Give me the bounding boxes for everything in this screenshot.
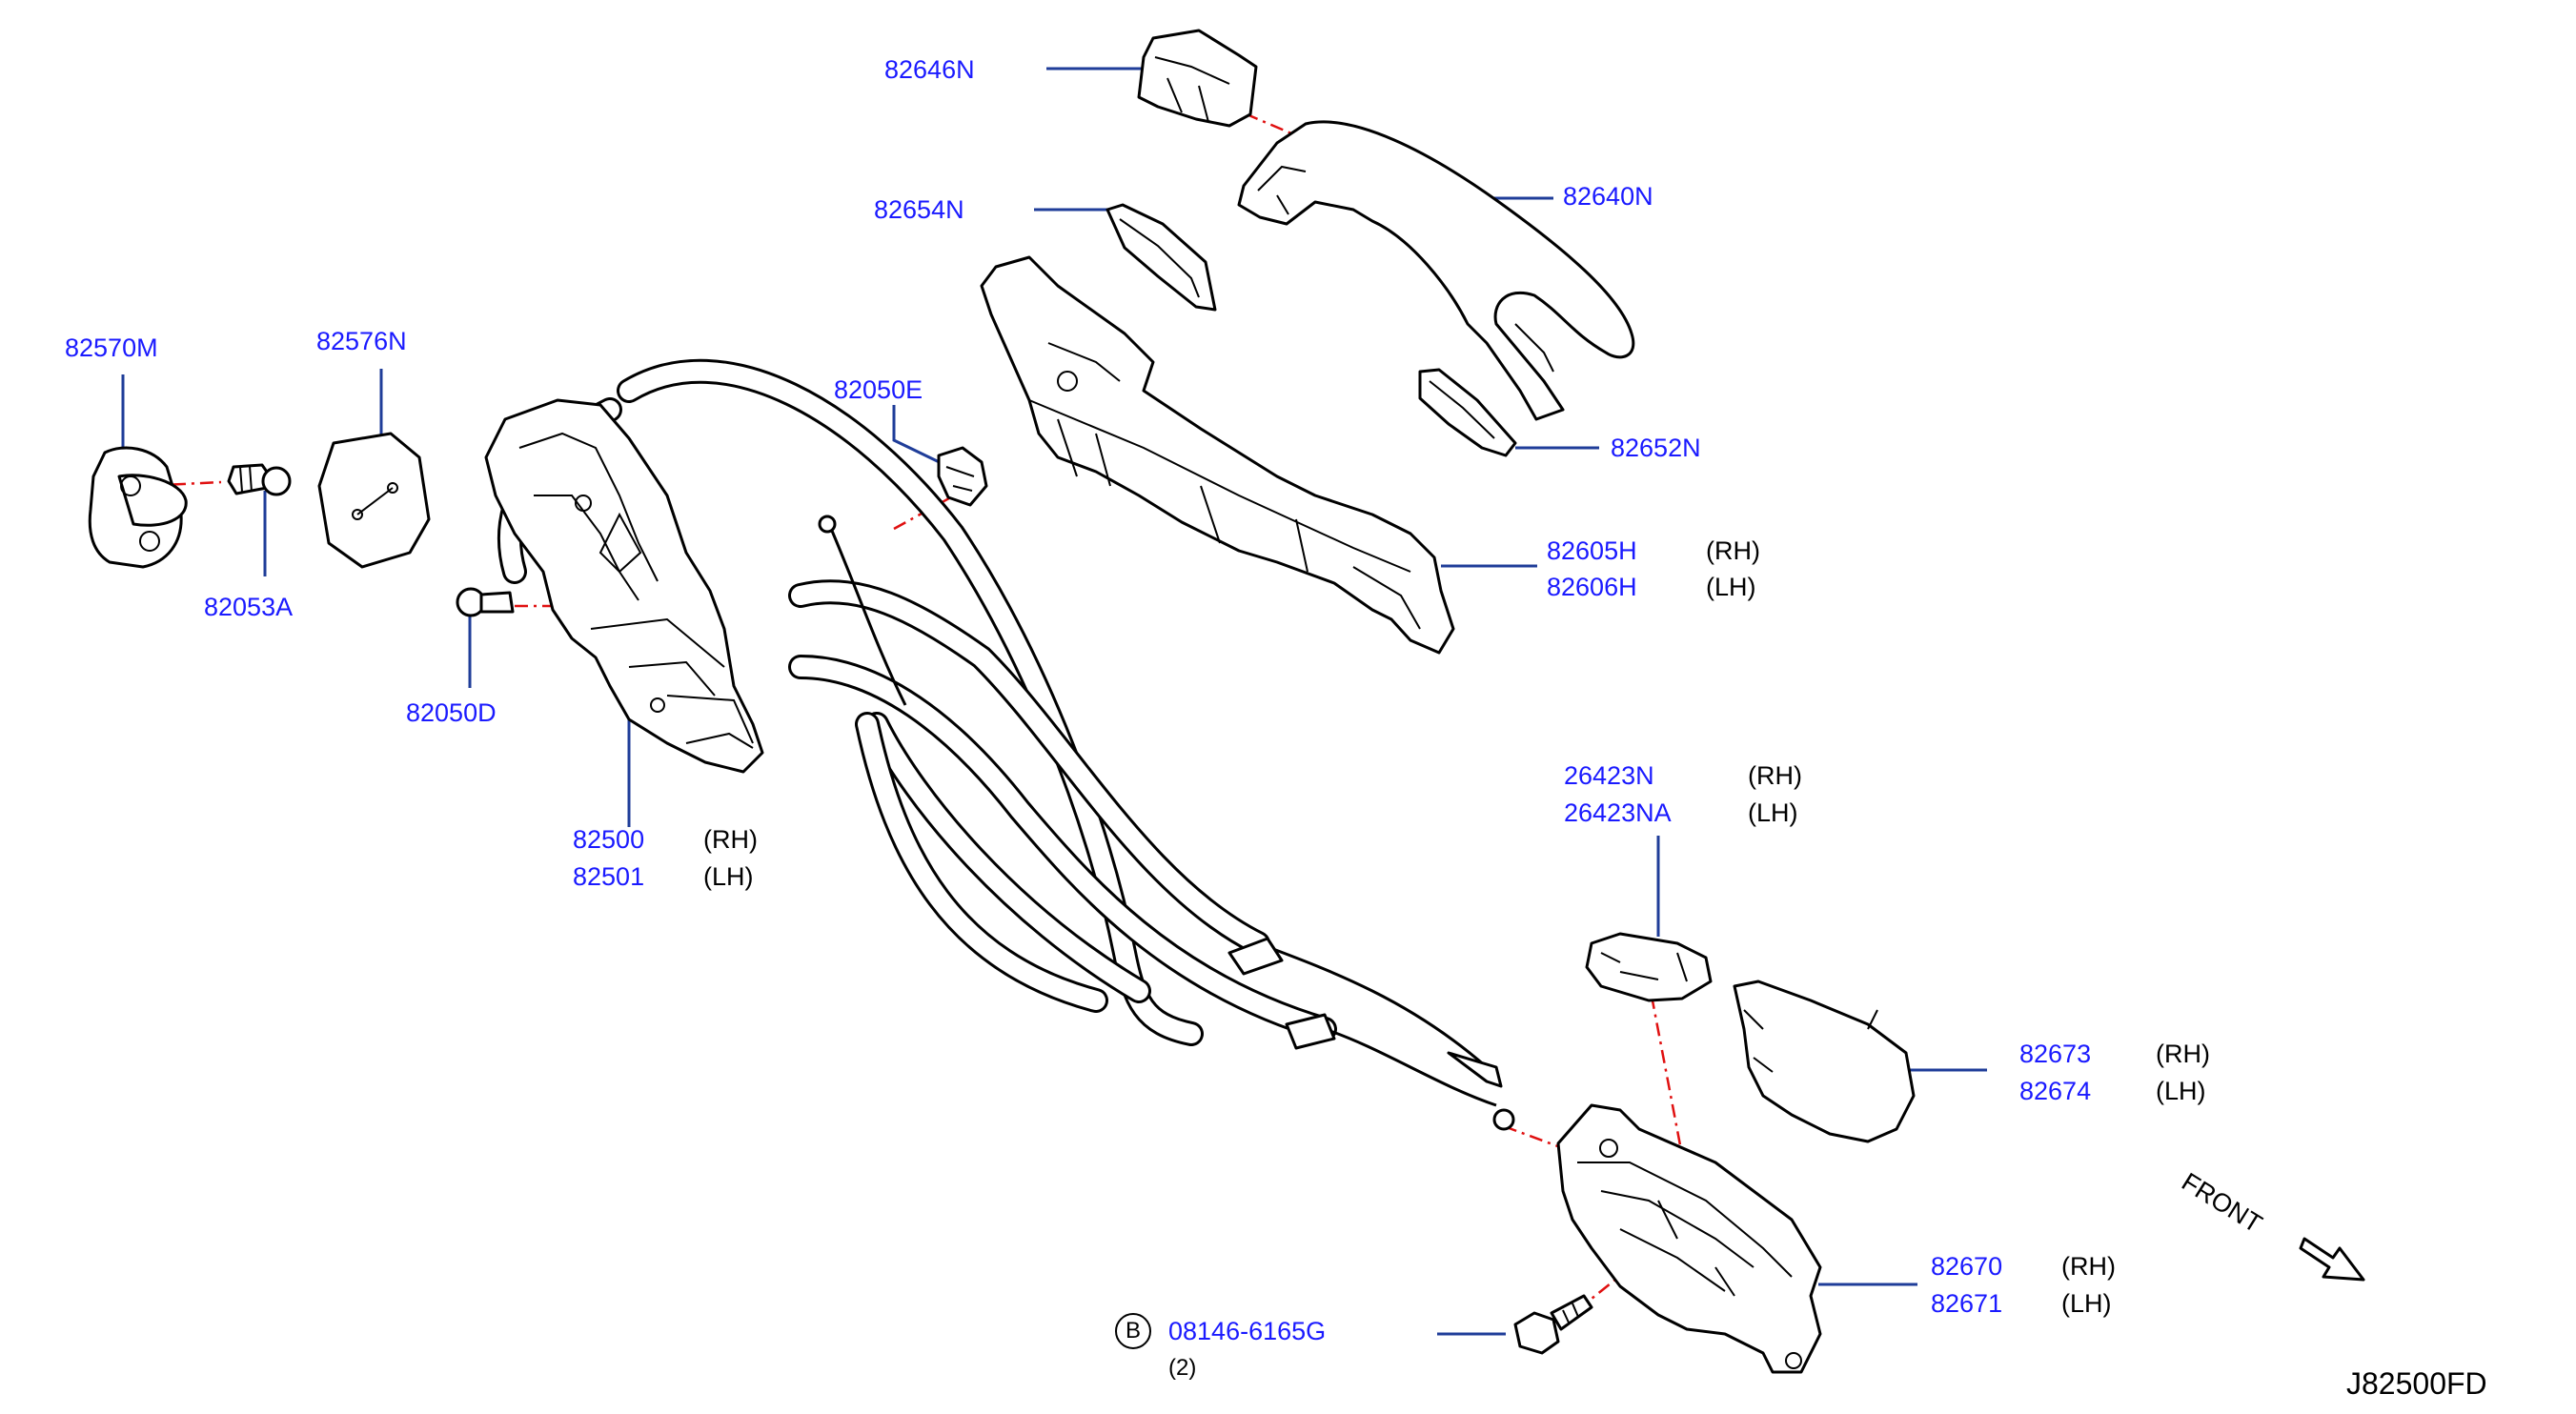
label-26423NA: 26423NA xyxy=(1564,798,1672,827)
label-82673: 82673 xyxy=(2019,1040,2092,1068)
side-82670: (RH) xyxy=(2061,1252,2116,1281)
label-82646N: 82646N xyxy=(884,55,975,84)
part-82050E-clip xyxy=(937,446,988,507)
label-26423N: 26423N xyxy=(1564,761,1654,790)
label-82053A: 82053A xyxy=(204,593,294,621)
label-82674: 82674 xyxy=(2019,1077,2092,1105)
label-82606H: 82606H xyxy=(1547,573,1637,601)
part-82605H-handle-bracket xyxy=(980,255,1455,655)
part-82576N-pad xyxy=(317,432,431,569)
label-82500: 82500 xyxy=(573,825,645,854)
label-82050D: 82050D xyxy=(406,698,497,727)
part-26423N-sensor xyxy=(1585,932,1713,1002)
label-82640N: 82640N xyxy=(1563,182,1653,211)
side-26423N: (RH) xyxy=(1748,761,1802,790)
bolt-marker-b: B xyxy=(1115,1313,1151,1349)
part-82500-door-lock xyxy=(484,398,764,774)
part-82570M-striker xyxy=(88,446,188,569)
qty-08146-6165G: (2) xyxy=(1168,1355,1197,1381)
part-82646N-escutcheon xyxy=(1137,29,1258,128)
label-82501: 82501 xyxy=(573,862,645,891)
label-82050E: 82050E xyxy=(834,375,923,404)
label-82654N: 82654N xyxy=(874,195,964,224)
side-82605H: (RH) xyxy=(1706,536,1760,565)
label-82670: 82670 xyxy=(1931,1252,2003,1281)
side-82674: (LH) xyxy=(2156,1077,2206,1105)
side-26423NA: (LH) xyxy=(1748,798,1798,827)
label-82671: 82671 xyxy=(1931,1289,2003,1318)
label-82652N: 82652N xyxy=(1611,434,1701,462)
part-82654N-gasket xyxy=(1105,203,1217,312)
leader-lines xyxy=(121,67,1987,1336)
side-82671: (LH) xyxy=(2061,1289,2112,1318)
side-82501: (LH) xyxy=(703,862,754,891)
side-82500: (RH) xyxy=(703,825,758,854)
part-82670-inside-handle xyxy=(1556,1103,1822,1374)
label-82605H: 82605H xyxy=(1547,536,1637,565)
label-82570M: 82570M xyxy=(65,333,158,362)
part-82050D-screw xyxy=(456,587,515,617)
diagram-id: J82500FD xyxy=(2346,1366,2487,1401)
part-82673-handle-cover xyxy=(1733,980,1916,1143)
part-08146-bolt xyxy=(1513,1294,1593,1355)
front-arrow-icon xyxy=(2299,1237,2365,1282)
part-82640N-outside-handle xyxy=(1237,120,1635,421)
part-82652N-gasket xyxy=(1418,368,1517,457)
side-82673: (RH) xyxy=(2156,1040,2210,1068)
side-82606H: (LH) xyxy=(1706,573,1756,601)
part-82053A-screw xyxy=(227,463,292,496)
label-08146-6165G: 08146-6165G xyxy=(1168,1317,1327,1345)
label-82576N: 82576N xyxy=(316,327,407,355)
